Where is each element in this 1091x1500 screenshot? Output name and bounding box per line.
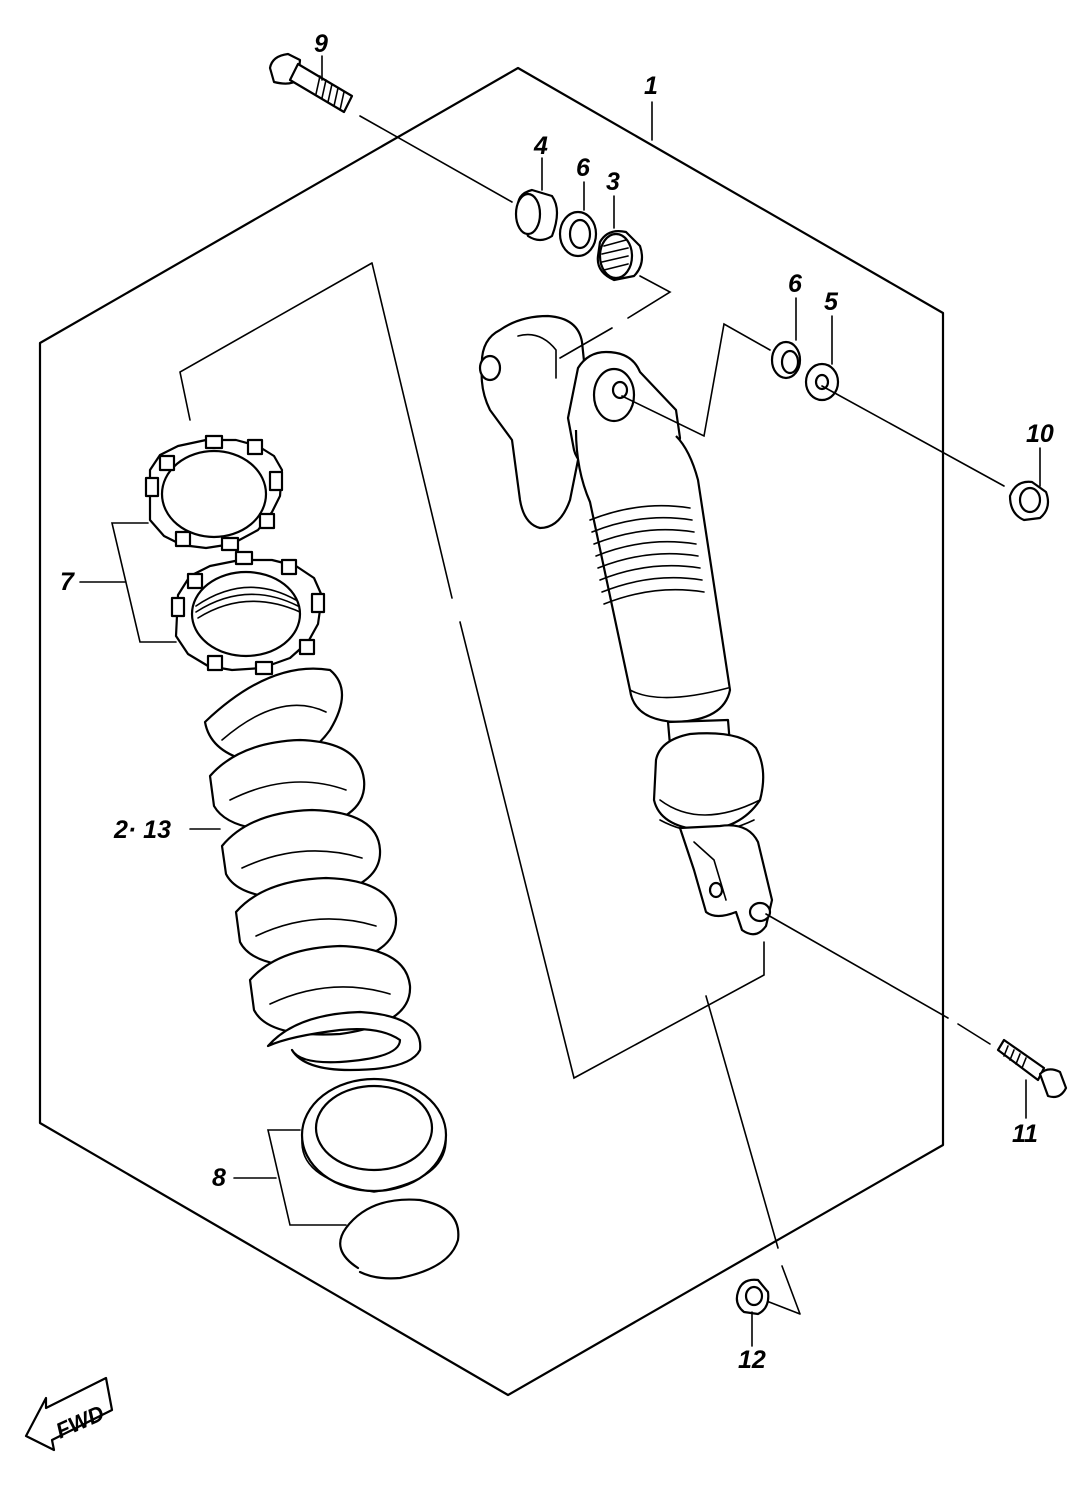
spring-adjuster-nut-upper: [144, 434, 284, 552]
axis-right: [621, 322, 771, 438]
nut-10: [1008, 480, 1050, 522]
callout-2-13: 2· 13: [113, 816, 171, 844]
callout-9: 9: [314, 30, 328, 58]
callout-7: 7: [60, 568, 75, 596]
collar-4: [514, 188, 559, 242]
axis-top: [559, 275, 672, 359]
group-bracket: [179, 262, 765, 1080]
needle-bearing-3: [596, 230, 644, 282]
bolt-11: [996, 1038, 1068, 1099]
spring-seat: [300, 1077, 448, 1193]
forward-arrow-icon: FWD: [24, 1376, 114, 1452]
axis-11: [765, 913, 991, 1045]
stopper-ring: [339, 1198, 460, 1280]
callout-8: 8: [212, 1164, 226, 1192]
seal-6-lower: [770, 340, 802, 380]
callout-6b: 6: [788, 270, 803, 298]
callout-11: 11: [1012, 1120, 1038, 1148]
nut-12: [735, 1278, 770, 1316]
bolt-9: [268, 52, 354, 114]
washer-5: [804, 362, 840, 402]
axis-12: [705, 995, 801, 1315]
callout-12: 12: [738, 1346, 766, 1374]
callout-3: 3: [606, 168, 620, 196]
leader-8: [233, 1129, 347, 1226]
callout-4: 4: [533, 132, 548, 160]
axis-10: [821, 385, 1005, 487]
callout-10: 10: [1026, 420, 1054, 448]
spring-adjuster-nut-lower: [170, 550, 326, 676]
callout-6a: 6: [576, 154, 591, 182]
seal-6-upper: [558, 210, 598, 258]
coil-spring: [203, 667, 422, 1072]
axis-9: [359, 115, 513, 203]
callout-5: 5: [824, 288, 839, 316]
callout-1: 1: [644, 72, 658, 100]
leader-7: [79, 522, 177, 643]
shock-absorber: [478, 314, 774, 936]
assembly-outline: [38, 66, 945, 1397]
